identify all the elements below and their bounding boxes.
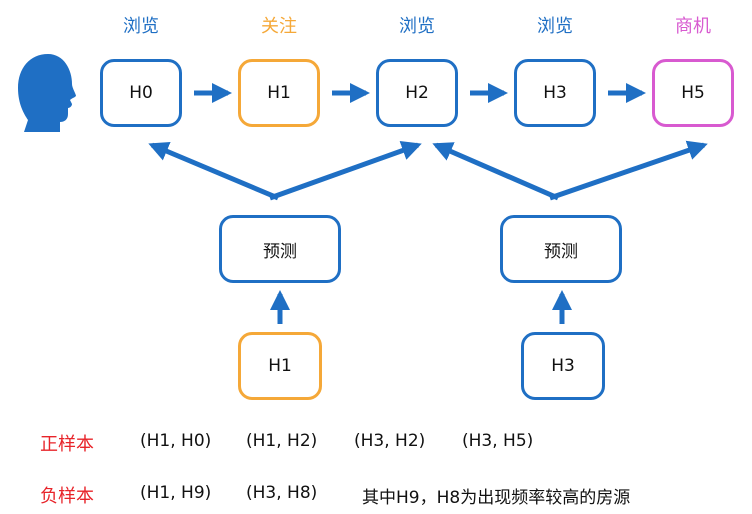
arrow-predict1-h0	[148, 141, 279, 201]
action-label-h5: 商机	[675, 16, 711, 37]
user-head-silhouette-icon	[18, 54, 76, 132]
negative-pair-2: (H3, H8)	[246, 483, 318, 503]
node-h1: H1	[238, 59, 320, 127]
negative-samples-note: 其中H9，H8为出现频率较高的房源	[362, 488, 631, 508]
arrow-predict1-h2	[269, 140, 422, 201]
negative-samples-label: 负样本	[40, 486, 94, 507]
positive-pair-2: (H1, H2)	[246, 431, 318, 451]
predict-box-1: 预测	[219, 215, 341, 283]
positive-pair-3: (H3, H2)	[354, 431, 426, 451]
action-label-h1: 关注	[261, 16, 297, 37]
node-h0: H0	[100, 59, 182, 127]
node-h2: H2	[376, 59, 458, 127]
positive-pair-1: (H1, H0)	[140, 431, 212, 451]
action-label-h3: 浏览	[537, 16, 573, 37]
node-h5: H5	[652, 59, 734, 127]
action-label-h2: 浏览	[399, 16, 435, 37]
action-label-h0: 浏览	[123, 16, 159, 37]
node-h3: H3	[514, 59, 596, 127]
predict-box-2: 预测	[500, 215, 622, 283]
positive-samples-label: 正样本	[40, 434, 94, 455]
arrow-predict2-h2	[432, 142, 559, 201]
arrow-predict2-h5	[549, 140, 708, 201]
negative-pair-1: (H1, H9)	[140, 483, 212, 503]
positive-pair-4: (H3, H5)	[462, 431, 534, 451]
input-node-h3: H3	[521, 332, 605, 400]
input-node-h1: H1	[238, 332, 322, 400]
